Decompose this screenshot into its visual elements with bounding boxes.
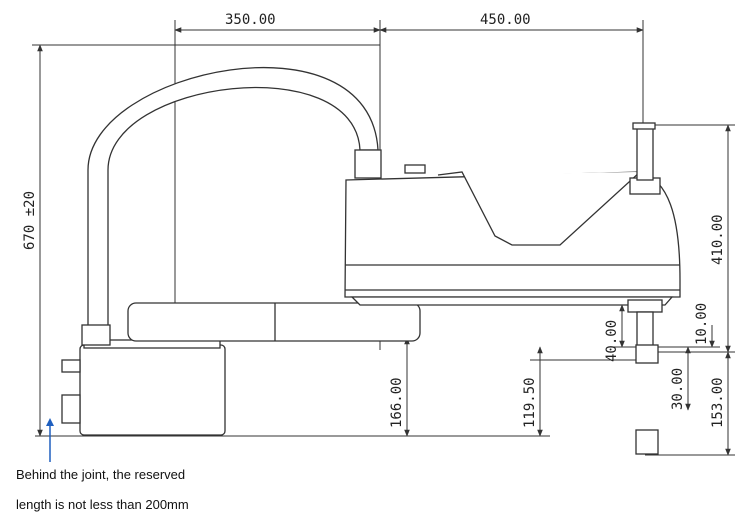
note-line-2: length is not less than 200mm — [16, 497, 189, 512]
dimension-lines — [32, 20, 735, 456]
dim-670: 670 ±20 — [22, 191, 38, 250]
dim-40: 40.00 — [604, 320, 620, 362]
dim-166: 166.00 — [389, 377, 405, 428]
dim-10: 10.00 — [694, 303, 710, 345]
note-line-1: Behind the joint, the reserved — [16, 467, 186, 482]
dim-30: 30.00 — [670, 368, 686, 410]
dim-450: 450.00 — [480, 12, 531, 28]
dim-153: 153.00 — [710, 377, 726, 428]
dim-410: 410.00 — [710, 214, 726, 265]
dim-119-50: 119.50 — [522, 377, 538, 428]
dim-350: 350.00 — [225, 12, 276, 28]
robot-outline — [61, 67, 681, 455]
note-arrow — [46, 418, 54, 462]
